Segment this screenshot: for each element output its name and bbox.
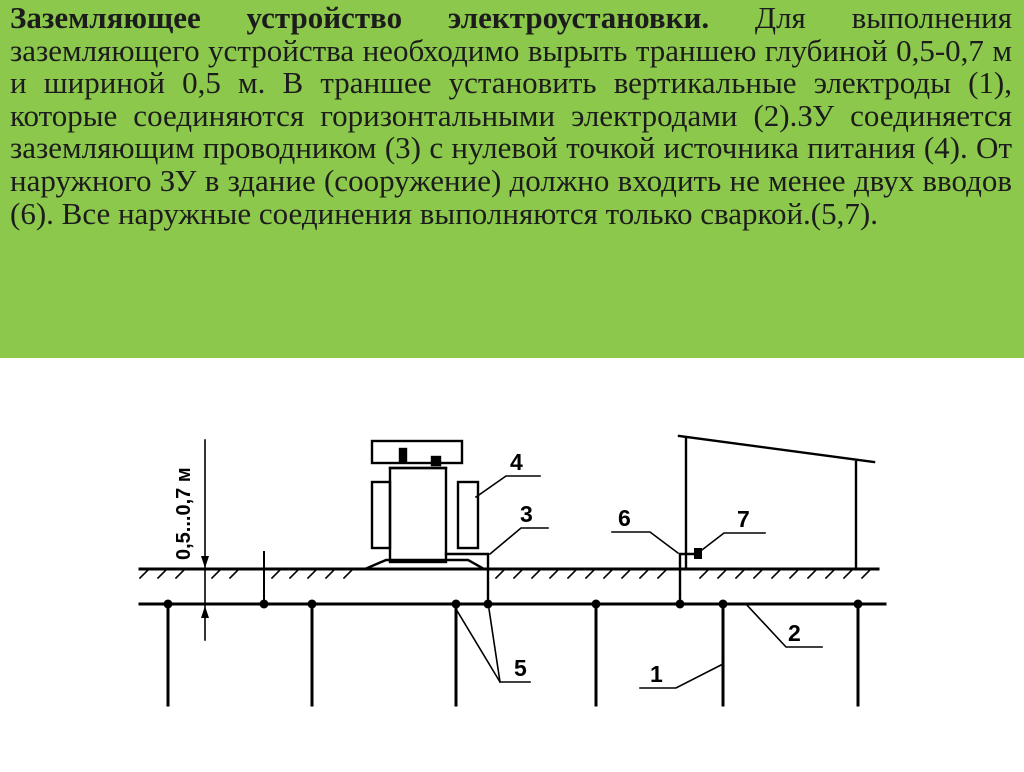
callout-7: 7	[737, 506, 750, 532]
grounding-diagram-svg: 0,5...0,7 м 4 3 6 7 2 1 5	[138, 434, 887, 707]
vertical-electrodes	[166, 602, 860, 707]
callout-3: 3	[520, 501, 533, 527]
soil-hatching	[138, 567, 873, 580]
depth-arrow-down	[201, 556, 209, 568]
description-paragraph: Заземляющее устройство электроустановки.…	[10, 0, 1013, 231]
depth-label: 0,5...0,7 м	[173, 467, 195, 560]
callout-5: 5	[514, 655, 527, 681]
grounding-diagram: 0,5...0,7 м 4 3 6 7 2 1 5	[0, 358, 1024, 767]
description-text: Для выполнения заземляющего устройства н…	[10, 0, 1013, 231]
callout-6: 6	[618, 505, 631, 531]
building-input	[678, 552, 699, 606]
callout-4: 4	[510, 449, 523, 475]
callout-leaders	[454, 475, 823, 689]
transformer	[363, 439, 486, 571]
callout-2: 2	[788, 620, 801, 646]
depth-arrow-up	[201, 606, 209, 618]
slide-title: Заземляющее устройство электроустановки.	[10, 0, 710, 35]
callout-1: 1	[650, 661, 663, 687]
description-panel: Заземляющее устройство электроустановки.…	[0, 0, 1024, 358]
grounding-conductor	[444, 552, 490, 606]
weld-points	[163, 548, 863, 609]
building	[677, 434, 876, 571]
